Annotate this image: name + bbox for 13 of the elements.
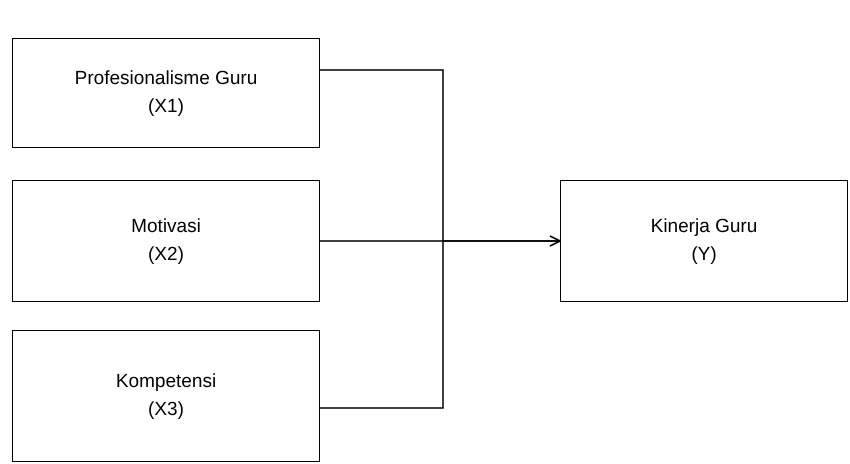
variable-code: (Y) [691,243,717,267]
connector-arrow [320,235,561,409]
variable-box [12,180,320,302]
variable-name: Motivasi [131,215,201,240]
variable-box [12,38,320,148]
variable-name: Profesionalisme Guru [74,67,258,92]
variable-code: (X1) [148,95,184,119]
variable-code: (X3) [148,398,184,422]
variable-box [12,330,320,462]
variable-box [560,180,848,302]
variable-code: (X2) [148,243,184,267]
variable-name: Kinerja Guru [650,215,758,240]
variable-name: Kompetensi [116,370,216,394]
